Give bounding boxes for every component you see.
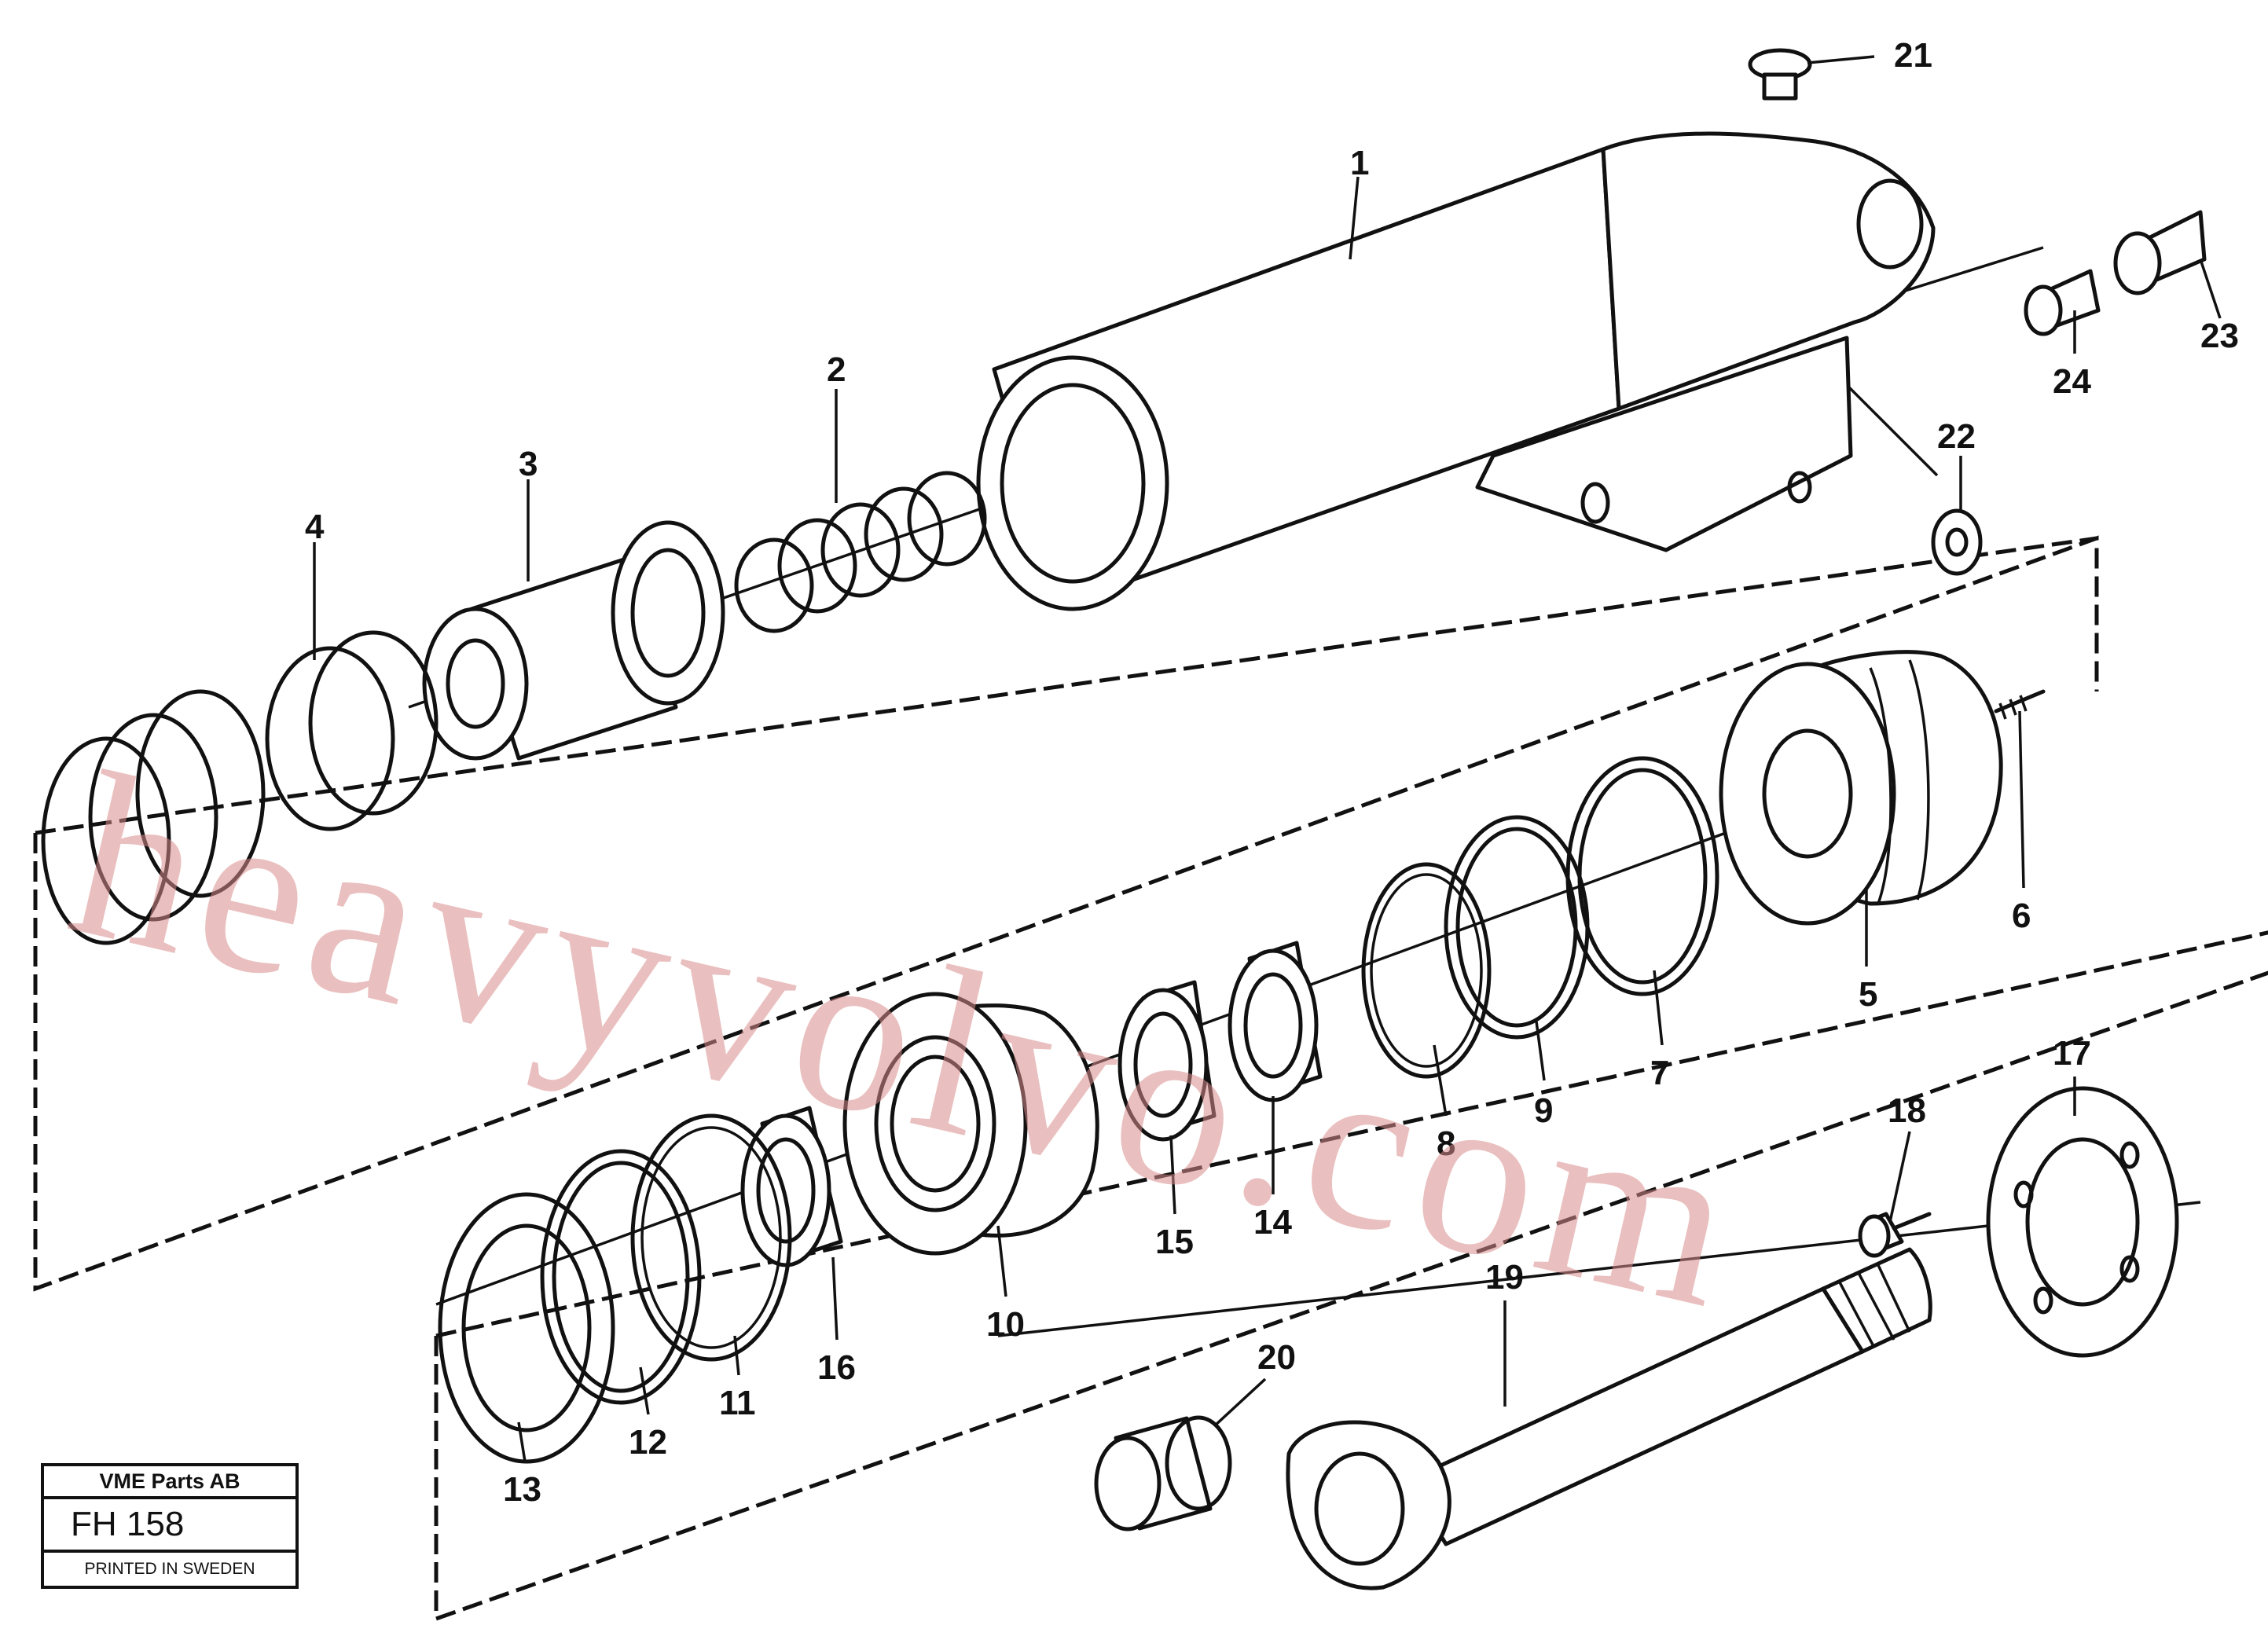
callout-2: 2: [827, 350, 846, 389]
callout-numbers: 1 2 3 4 5 6 7 8 9 10 11 12 13 14 15 16 1…: [305, 36, 2239, 1509]
callout-17: 17: [2053, 1034, 2091, 1073]
part-bushing-16: [740, 1106, 843, 1267]
callout-8: 8: [1437, 1124, 1455, 1163]
part-bushings-14-15: [1117, 941, 1323, 1142]
part-flange: [1986, 1086, 2179, 1358]
callout-11: 11: [719, 1384, 756, 1422]
callout-5: 5: [1859, 975, 1877, 1014]
publisher-stamp: VME Parts AB FH 158 PRINTED IN SWEDEN: [41, 1463, 299, 1589]
callout-24: 24: [2053, 362, 2091, 401]
callout-12: 12: [629, 1423, 667, 1462]
part-piston-rod: [1286, 1247, 1932, 1590]
callout-20: 20: [1257, 1338, 1296, 1377]
callout-19: 19: [1485, 1258, 1524, 1297]
callout-4: 4: [305, 508, 325, 546]
part-rings-7-8-9: [1361, 756, 1719, 1079]
part-bolt: [1858, 1212, 1932, 1258]
callout-23: 23: [2200, 317, 2239, 355]
callout-14: 14: [1253, 1203, 1292, 1242]
part-sleeve: [422, 520, 725, 761]
part-small-screw: [1994, 689, 2046, 720]
callout-18: 18: [1888, 1091, 1926, 1130]
part-piston: [842, 992, 1099, 1256]
stamp-company: VME Parts AB: [44, 1466, 295, 1499]
callout-9: 9: [1534, 1091, 1553, 1130]
part-large-springs: [41, 630, 439, 945]
part-bellows-large: [1719, 650, 2003, 926]
part-small-spring: [734, 471, 987, 633]
callout-15: 15: [1155, 1223, 1194, 1261]
stamp-printed: PRINTED IN SWEDEN: [84, 1560, 255, 1578]
callout-16: 16: [817, 1348, 856, 1387]
stamp-code: FH 158: [44, 1499, 295, 1553]
part-fittings-21-24: [1748, 48, 2207, 576]
part-seals-11-12-13: [438, 1113, 792, 1464]
part-bushing-20: [1094, 1415, 1232, 1531]
callout-1: 1: [1350, 144, 1369, 182]
callout-13: 13: [503, 1470, 541, 1509]
callout-6: 6: [2012, 897, 2031, 935]
callout-10: 10: [986, 1305, 1025, 1344]
part-cylinder-barrel: [976, 131, 1936, 611]
leader-lines: [313, 55, 2222, 1462]
callout-3: 3: [519, 445, 538, 483]
callout-7: 7: [1650, 1054, 1669, 1092]
callout-22: 22: [1937, 417, 1976, 456]
callout-21: 21: [1894, 36, 1932, 75]
